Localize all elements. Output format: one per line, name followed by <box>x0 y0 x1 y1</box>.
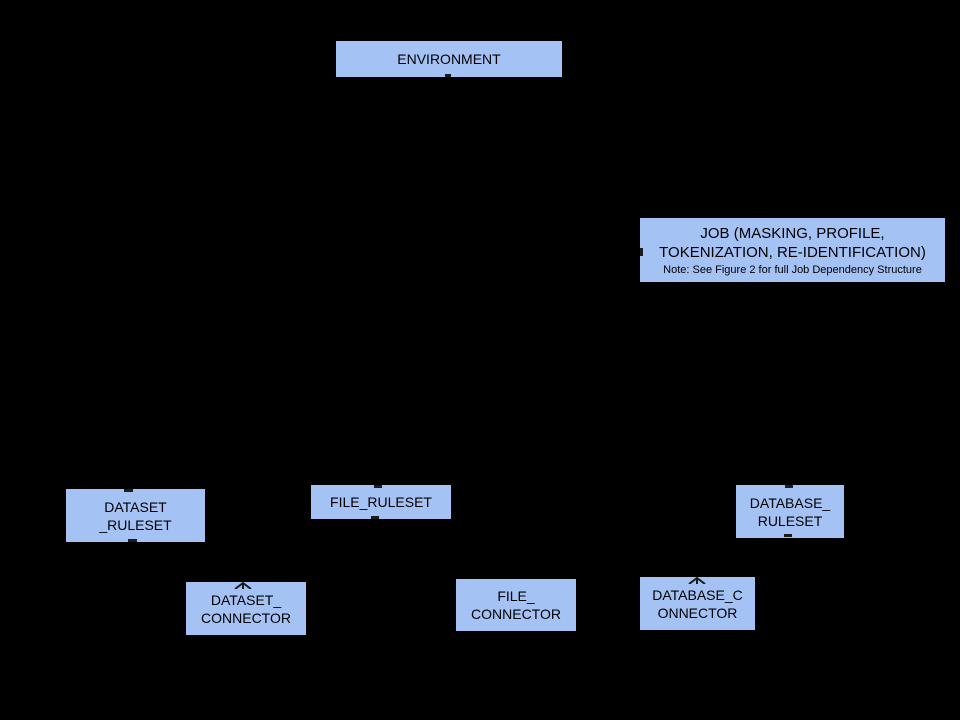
node-file-connector: FILE_ CONNECTOR <box>456 579 576 631</box>
node-file-connector-label: FILE_ CONNECTOR <box>471 588 561 622</box>
crow-foot-icon <box>687 577 707 584</box>
cardinality-tick-icon <box>371 516 379 519</box>
node-job-note: Note: See Figure 2 for full Job Dependen… <box>663 263 922 276</box>
node-dataset-ruleset-label: DATASET _RULESET <box>99 498 172 533</box>
cardinality-tick-icon <box>445 74 451 77</box>
node-dataset-connector-label: DATASET_ CONNECTOR <box>201 591 291 626</box>
cardinality-tick-icon <box>640 248 643 256</box>
node-file-ruleset-label: FILE_RULESET <box>330 494 432 510</box>
node-job: JOB (MASKING, PROFILE, TOKENIZATION, RE-… <box>640 218 945 282</box>
cardinality-tick-icon <box>785 485 793 488</box>
cardinality-tick-icon <box>128 539 137 542</box>
cardinality-tick-icon <box>374 485 382 488</box>
node-file-ruleset: FILE_RULESET <box>311 485 451 519</box>
node-database-connector: DATABASE_C ONNECTOR <box>640 577 755 630</box>
node-database-ruleset-label: DATABASE_ RULESET <box>749 494 831 529</box>
node-environment: ENVIRONMENT <box>336 41 562 77</box>
crow-foot-icon <box>233 582 253 589</box>
node-job-label: JOB (MASKING, PROFILE, TOKENIZATION, RE-… <box>659 224 926 261</box>
node-database-ruleset: DATABASE_ RULESET <box>736 485 844 538</box>
node-environment-label: ENVIRONMENT <box>397 51 501 67</box>
node-database-connector-label: DATABASE_C ONNECTOR <box>652 586 743 621</box>
node-dataset-connector: DATASET_ CONNECTOR <box>186 582 306 635</box>
node-dataset-ruleset: DATASET _RULESET <box>66 489 205 542</box>
cardinality-tick-icon <box>784 534 792 537</box>
cardinality-tick-icon <box>124 489 133 492</box>
